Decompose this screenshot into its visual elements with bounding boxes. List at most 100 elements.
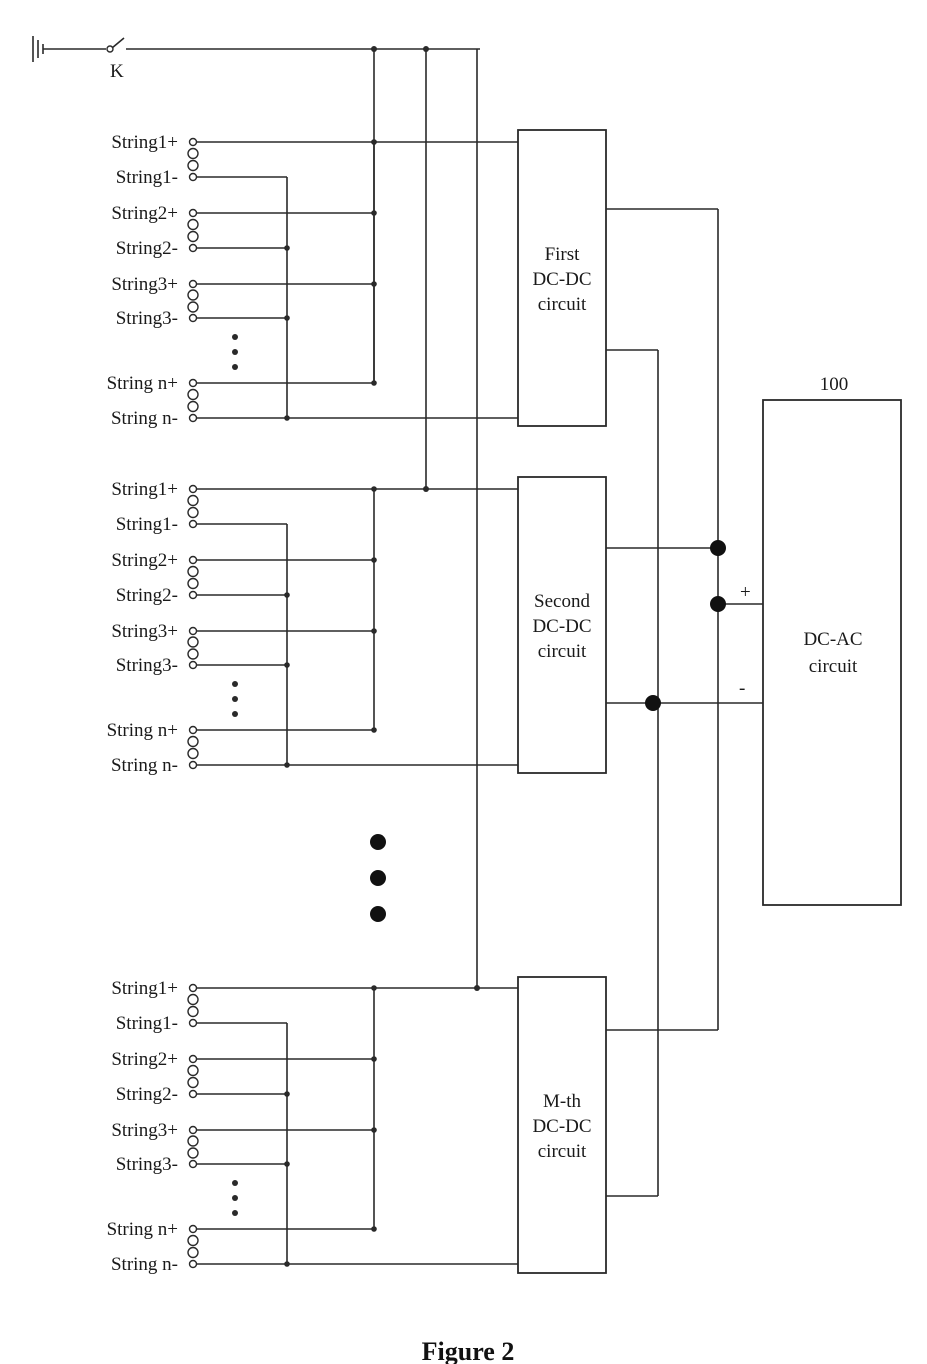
- terminal: [190, 174, 197, 181]
- terminal: [190, 1161, 197, 1168]
- coil: [188, 1007, 198, 1017]
- string-ellipsis-dot: [232, 1195, 238, 1201]
- terminal: [190, 1056, 197, 1063]
- terminal: [190, 210, 197, 217]
- coil: [188, 496, 198, 506]
- dcac-minus-label: -: [739, 678, 745, 699]
- dcdc-label-line: DC-DC: [532, 269, 591, 290]
- coil: [188, 508, 198, 518]
- coil: [188, 579, 198, 589]
- string-terminal-label: String2-: [116, 238, 178, 259]
- terminal: [190, 1261, 197, 1268]
- terminal: [190, 762, 197, 769]
- coil: [188, 161, 198, 171]
- dcdc-label-line: DC-DC: [532, 1116, 591, 1137]
- coil: [188, 649, 198, 659]
- string-terminal-label: String3+: [111, 621, 178, 642]
- figure-caption: Figure 2: [422, 1337, 515, 1364]
- string-terminal-label: String1-: [116, 1013, 178, 1034]
- dcdc-label-line: Second: [534, 591, 590, 612]
- terminal: [190, 1020, 197, 1027]
- string-terminal-label: String1-: [116, 514, 178, 535]
- dcdc-label-line: First: [545, 244, 581, 265]
- terminal: [190, 415, 197, 422]
- coil: [188, 1148, 198, 1158]
- coil: [188, 737, 198, 747]
- terminal: [190, 245, 197, 252]
- string-ellipsis-dot: [232, 334, 238, 340]
- dcac-ref: 100: [820, 374, 849, 395]
- string-ellipsis-dot: [232, 711, 238, 717]
- terminal: [190, 985, 197, 992]
- string-terminal-label: String2+: [111, 1049, 178, 1070]
- dcdc-label-line: circuit: [538, 1141, 587, 1162]
- string-group: String1+ String1- String2+ String2- String3+…: [107, 978, 518, 1275]
- coil: [188, 402, 198, 412]
- string-terminal-label: String1-: [116, 167, 178, 188]
- string-terminal-label: String3-: [116, 308, 178, 329]
- coil: [188, 232, 198, 242]
- dcdc-circuit: SecondDC-DC circuit: [518, 477, 606, 773]
- terminal: [190, 592, 197, 599]
- string-terminal-label: String1+: [111, 978, 178, 999]
- terminal: [190, 521, 197, 528]
- terminal: [190, 281, 197, 288]
- string-terminal-label: String2-: [116, 1084, 178, 1105]
- coil: [188, 220, 198, 230]
- terminal: [190, 628, 197, 635]
- string-terminal-label: String n+: [107, 720, 178, 741]
- string-group: String1+ String1- String2+ String2- String3+…: [107, 132, 518, 429]
- coil: [188, 637, 198, 647]
- string-ellipsis-dot: [232, 1210, 238, 1216]
- string-terminal-label: String n-: [111, 408, 178, 429]
- dcdc-circuit: FirstDC-DC circuit: [518, 130, 606, 426]
- coil: [188, 749, 198, 759]
- terminal: [190, 486, 197, 493]
- coil: [188, 567, 198, 577]
- string-terminal-label: String n+: [107, 1219, 178, 1240]
- string-terminal-label: String n-: [111, 755, 178, 776]
- string-terminal-label: String3+: [111, 274, 178, 295]
- string-terminal-label: String n+: [107, 373, 178, 394]
- coil: [188, 149, 198, 159]
- coil: [188, 1236, 198, 1246]
- coil: [188, 290, 198, 300]
- coil: [188, 1136, 198, 1146]
- terminal: [190, 727, 197, 734]
- dcac-plus-label: +: [740, 582, 751, 603]
- string-terminal-label: String2-: [116, 585, 178, 606]
- terminal: [190, 1127, 197, 1134]
- terminal: [190, 139, 197, 146]
- switch-label: K: [110, 61, 124, 82]
- terminal: [190, 662, 197, 669]
- string-terminal-label: String1+: [111, 132, 178, 153]
- output-bus: [606, 209, 763, 1196]
- coil: [188, 1066, 198, 1076]
- dcdc-circuit: M-thDC-DC circuit: [518, 977, 606, 1273]
- string-ellipsis-dot: [232, 696, 238, 702]
- coil: [188, 1248, 198, 1258]
- string-groups: String1+ String1- String2+ String2- String3+…: [107, 132, 518, 1275]
- dcdc-circuits: FirstDC-DCcircuitSecondDC-DCcircuitM-thD…: [518, 130, 606, 1273]
- string-ellipsis-dot: [232, 1180, 238, 1186]
- dcac-label-line2: circuit: [809, 656, 858, 677]
- terminal: [190, 315, 197, 322]
- string-ellipsis-dot: [232, 349, 238, 355]
- string-ellipsis-dot: [232, 364, 238, 370]
- string-terminal-label: String3+: [111, 1120, 178, 1141]
- ground-symbol: [33, 36, 106, 62]
- terminal: [190, 557, 197, 564]
- dcac-label-line1: DC-AC: [803, 629, 862, 650]
- dcdc-label-line: circuit: [538, 294, 587, 315]
- string-terminal-label: String3-: [116, 1154, 178, 1175]
- coil: [188, 1078, 198, 1088]
- string-terminal-label: String1+: [111, 479, 178, 500]
- terminal: [190, 1091, 197, 1098]
- string-terminal-label: String2+: [111, 203, 178, 224]
- coil: [188, 995, 198, 1005]
- dcdc-label-line: DC-DC: [532, 616, 591, 637]
- dcdc-label-line: circuit: [538, 641, 587, 662]
- dcdc-label-line: M-th: [543, 1091, 582, 1112]
- string-terminal-label: String n-: [111, 1254, 178, 1275]
- dcac-circuit-box: [763, 400, 901, 905]
